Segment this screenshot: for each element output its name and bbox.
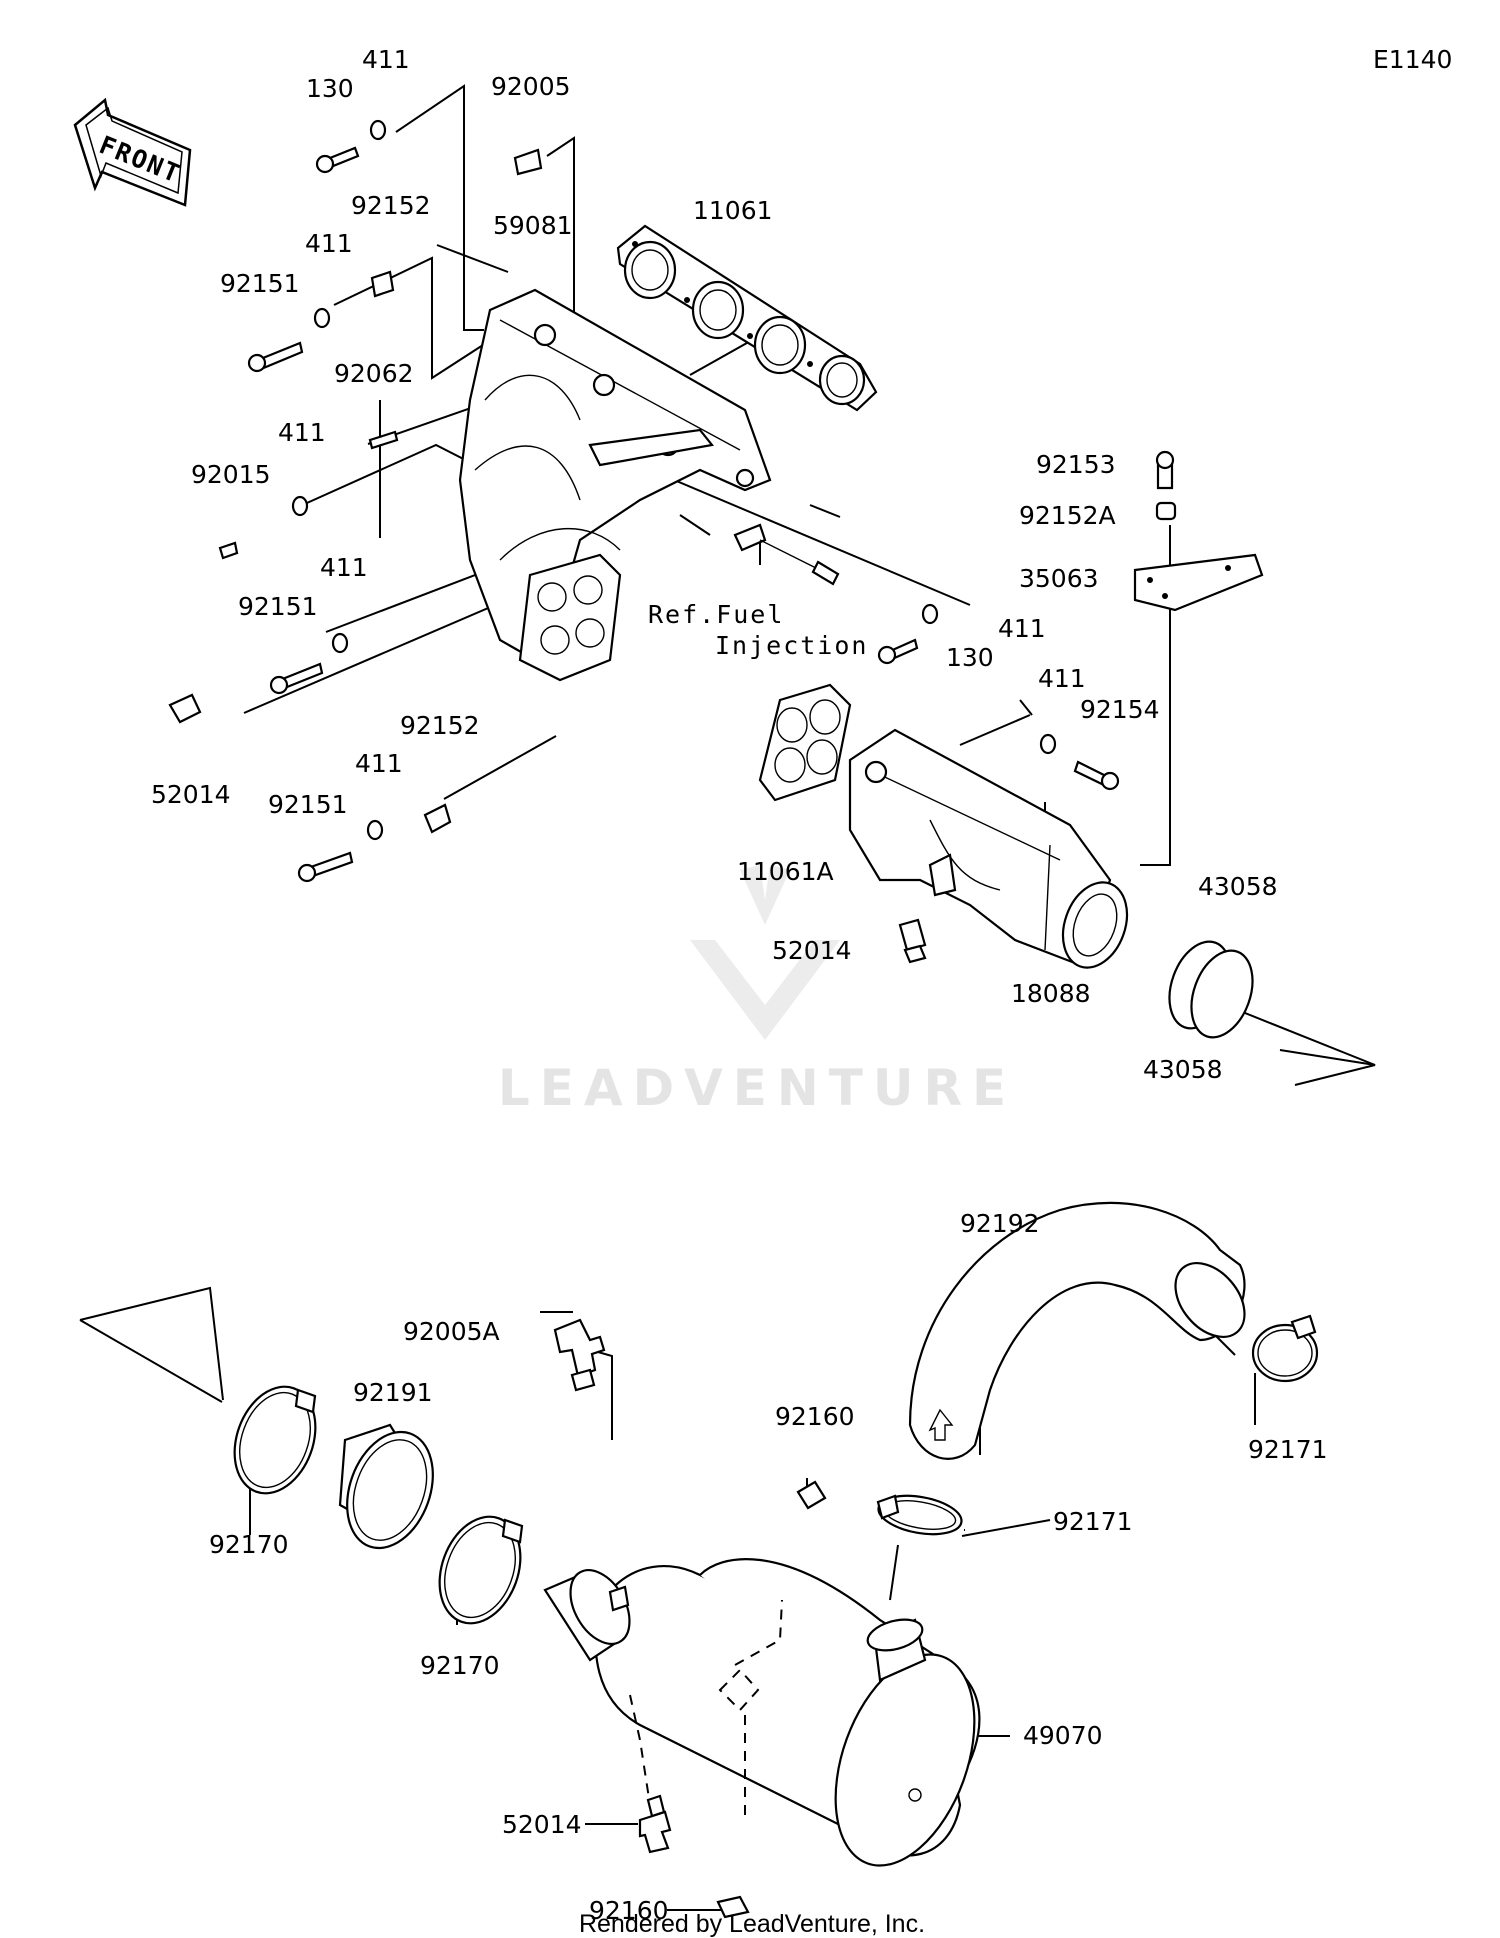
label-411: 411 xyxy=(998,614,1046,643)
label-52014: 52014 xyxy=(772,936,852,965)
gasket-11061A xyxy=(758,683,852,802)
label-411: 411 xyxy=(320,553,368,582)
bracket-35063 xyxy=(1133,553,1264,612)
muffler-49070 xyxy=(543,1558,981,1867)
label-92005: 92005 xyxy=(491,72,571,101)
label-18088: 18088 xyxy=(1011,979,1091,1008)
clamp-92170-mid xyxy=(438,1515,524,1625)
label-92152: 92152 xyxy=(351,191,431,220)
label-59081: 59081 xyxy=(493,211,573,240)
label-92171: 92171 xyxy=(1053,1507,1133,1536)
fitting-92005A xyxy=(553,1318,606,1392)
clamp-92170-left xyxy=(233,1385,317,1495)
front-arrow: FRONT xyxy=(73,97,192,207)
exhaust-manifold-59081 xyxy=(458,288,772,662)
fitting-52014-pipe xyxy=(898,918,927,964)
label-92160: 92160 xyxy=(589,1896,669,1925)
label-92152: 92152 xyxy=(400,711,480,740)
manifold-outlet-flange xyxy=(518,553,622,682)
label-92062: 92062 xyxy=(334,359,414,388)
label-92151: 92151 xyxy=(220,269,300,298)
label-92153: 92153 xyxy=(1036,450,1116,479)
pad-92160-top xyxy=(796,1480,827,1510)
label-411: 411 xyxy=(362,45,410,74)
label-92170: 92170 xyxy=(420,1651,500,1680)
o-rings-43058 xyxy=(1168,940,1254,1039)
label-130: 130 xyxy=(306,74,354,103)
diagram-id: E1140 xyxy=(1373,45,1452,74)
label-411: 411 xyxy=(305,229,353,258)
label-11061: 11061 xyxy=(693,196,773,225)
label-92192: 92192 xyxy=(960,1209,1040,1238)
label-92152A: 92152A xyxy=(1019,501,1116,530)
pad-92160-bottom xyxy=(716,1895,750,1919)
label-52014: 52014 xyxy=(151,780,231,809)
footer-credit: Rendered by LeadVenture, Inc. xyxy=(579,1910,925,1938)
label-92151: 92151 xyxy=(268,790,348,819)
ref-note-line2: Injection xyxy=(715,631,868,660)
hose-92192 xyxy=(908,1201,1246,1460)
sensor-ref xyxy=(733,523,840,586)
label-92154: 92154 xyxy=(1080,695,1160,724)
label-11061A: 11061A xyxy=(737,857,834,886)
label-92160: 92160 xyxy=(775,1402,855,1431)
part-labels: E1140 411 130 92005 11061 92152 411 5908… xyxy=(151,45,1452,1938)
label-92151: 92151 xyxy=(238,592,318,621)
label-43058: 43058 xyxy=(1198,872,1278,901)
exhaust-pipe-18088 xyxy=(848,728,1129,969)
fitting-52014-muffler xyxy=(638,1794,672,1854)
label-92171: 92171 xyxy=(1248,1435,1328,1464)
label-92191: 92191 xyxy=(353,1378,433,1407)
watermark-text: LEADVENTURE xyxy=(498,1059,1016,1117)
label-411: 411 xyxy=(278,418,326,447)
label-92015: 92015 xyxy=(191,460,271,489)
fasteners-upper xyxy=(168,119,1177,883)
label-92170: 92170 xyxy=(209,1530,289,1559)
gasket-11061 xyxy=(616,224,878,412)
label-49070: 49070 xyxy=(1023,1721,1103,1750)
sleeve-92191 xyxy=(338,1423,434,1550)
label-411: 411 xyxy=(1038,664,1086,693)
label-43058: 43058 xyxy=(1143,1055,1223,1084)
clamp-92171-right xyxy=(1251,1314,1319,1383)
ref-note-line1: Ref.Fuel xyxy=(648,600,784,629)
label-52014: 52014 xyxy=(502,1810,582,1839)
watermark: LEADVENTURE xyxy=(498,865,1016,1117)
label-411: 411 xyxy=(355,749,403,778)
clamp-92171-lower xyxy=(876,1494,963,1536)
label-130: 130 xyxy=(946,643,994,672)
label-92005A: 92005A xyxy=(403,1317,500,1346)
label-35063: 35063 xyxy=(1019,564,1099,593)
